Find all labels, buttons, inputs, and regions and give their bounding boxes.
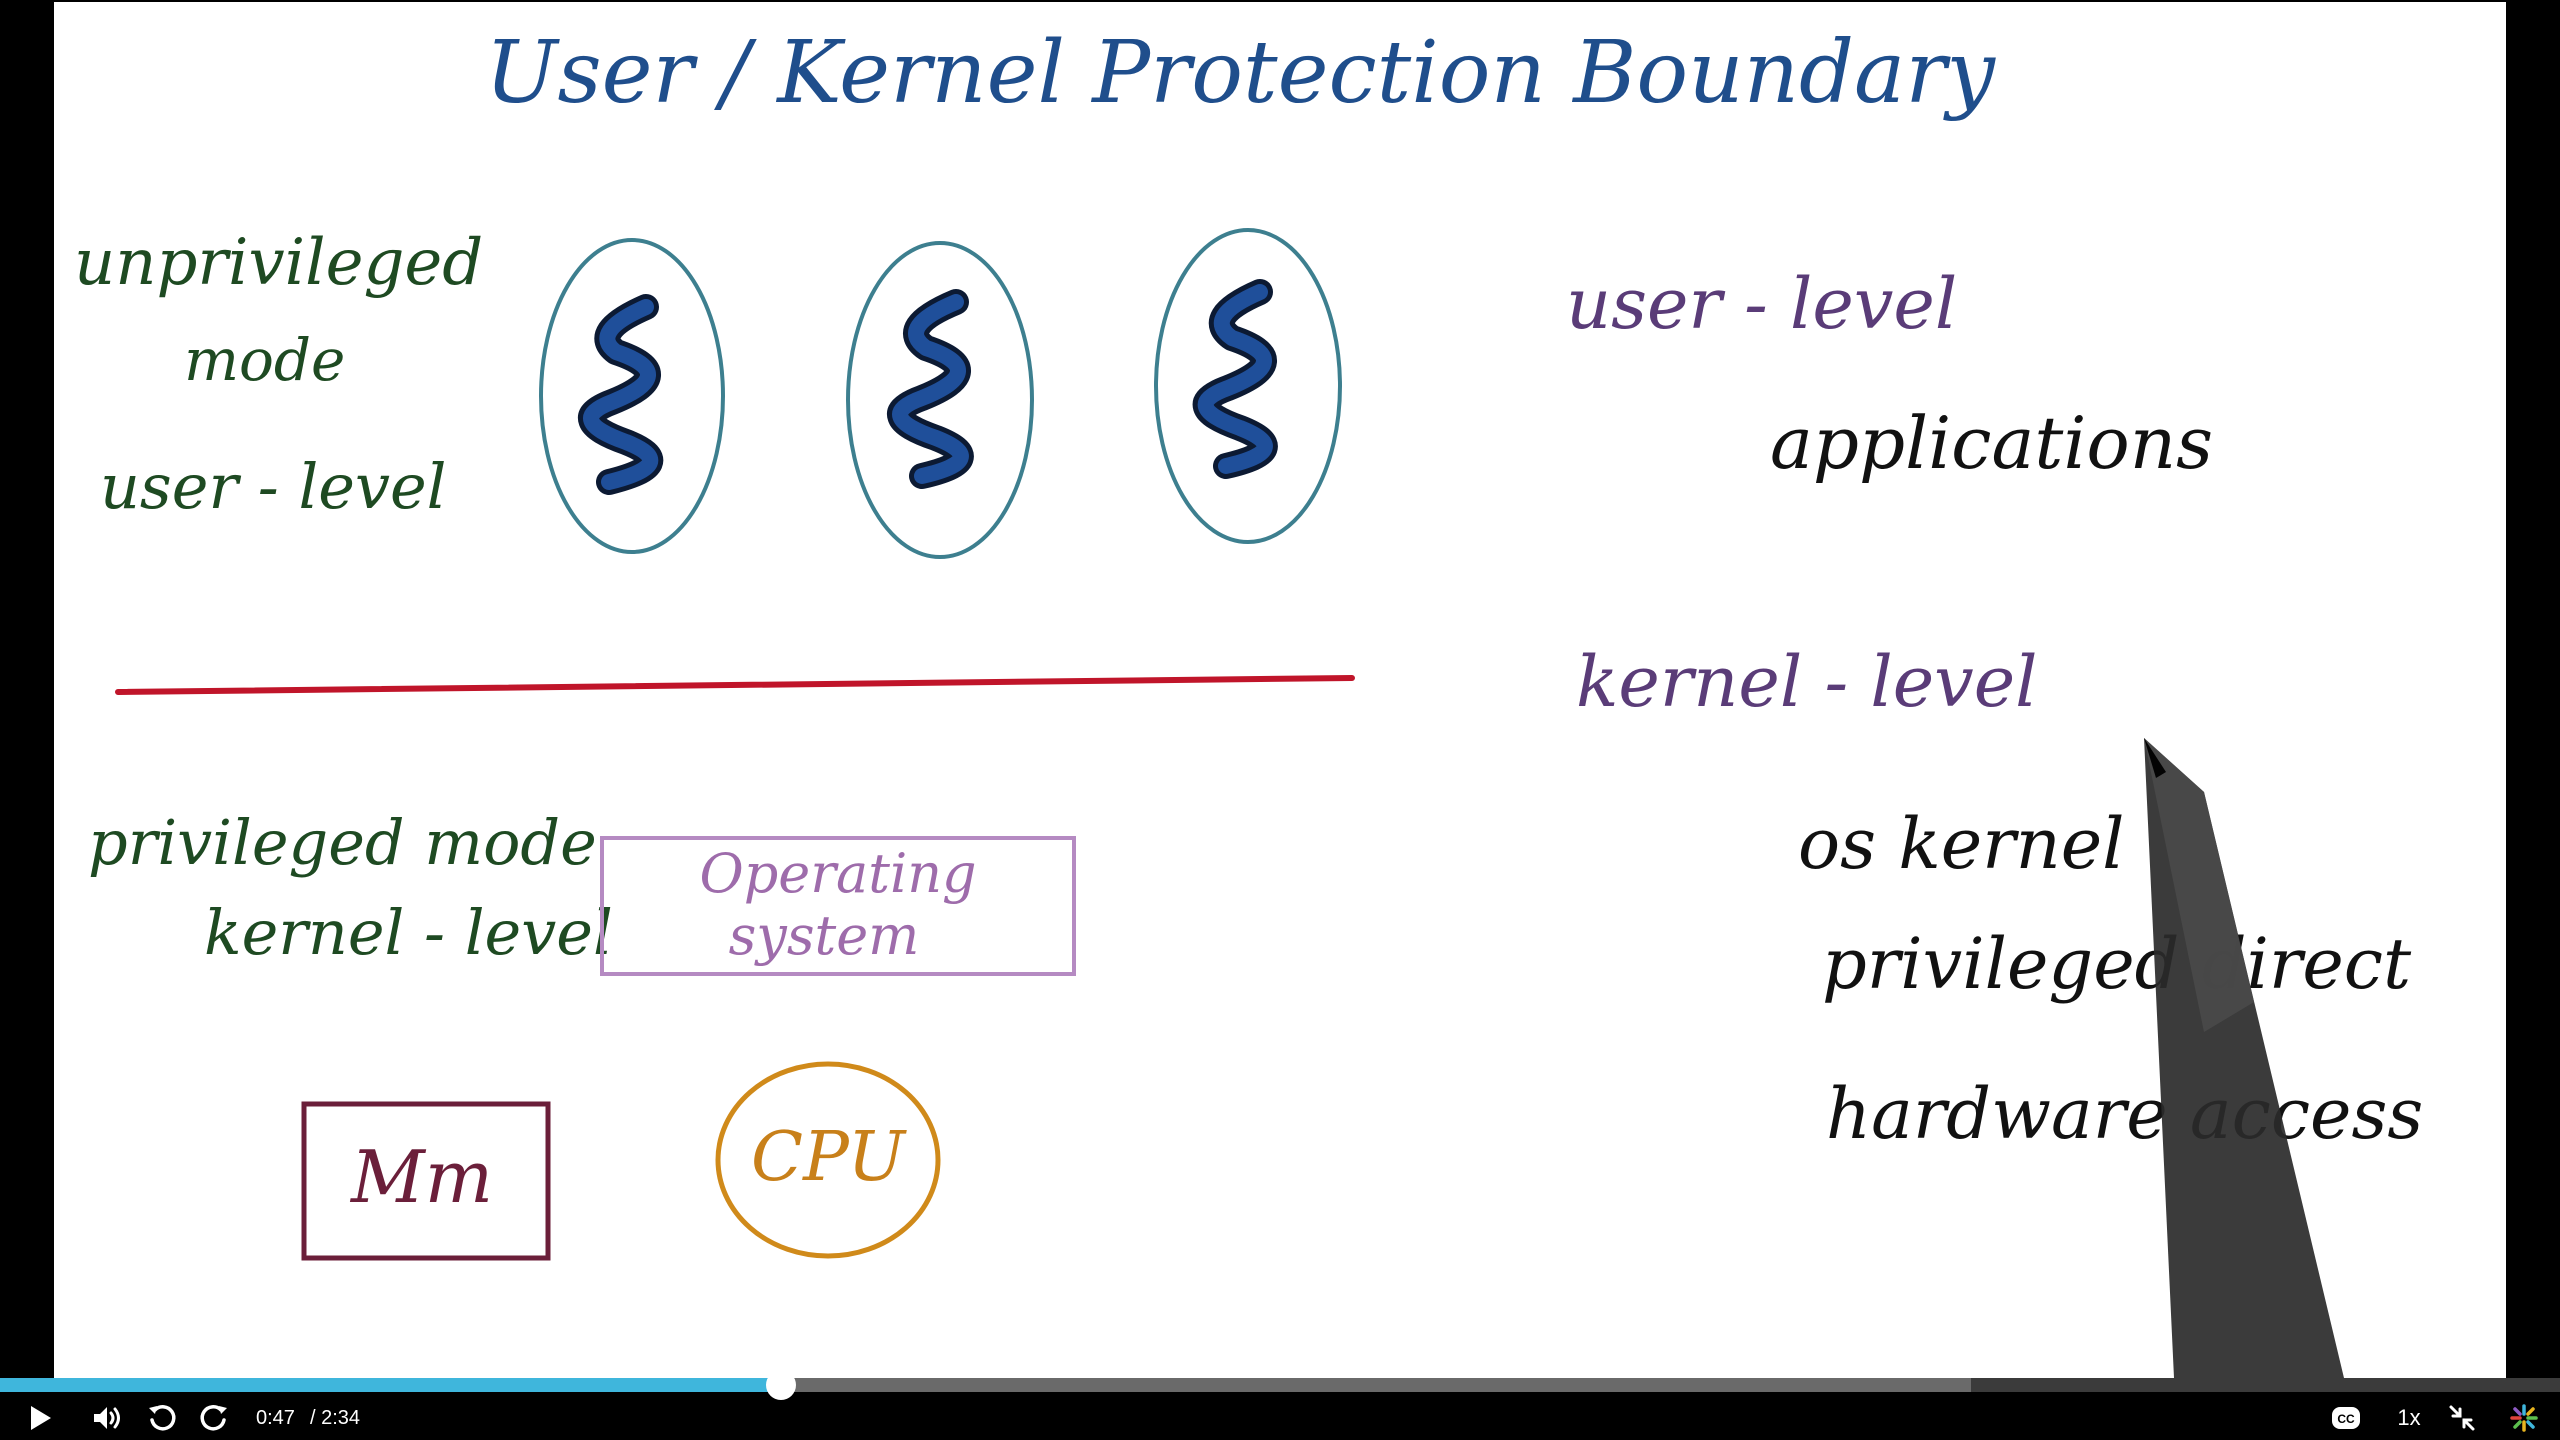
playback-speed-label: 1x [2397, 1405, 2421, 1430]
unprivileged-label: unprivileged [74, 226, 483, 300]
forward-10-icon [200, 1405, 227, 1431]
user-level-left-label: user - level [100, 450, 447, 523]
progress-handle[interactable] [766, 1370, 797, 1400]
memory-box [301, 1101, 551, 1261]
operating-system-label-line1: Operating [699, 842, 976, 905]
drawing-pen [2144, 738, 2344, 1378]
privileged-direct-note: privileged direct [1822, 923, 2412, 1005]
whiteboard-frame[interactable]: User / Kernel Protection Boundary unpriv… [54, 2, 2506, 1378]
privileged-mode-label: privileged mode [88, 806, 597, 879]
forward-10-button[interactable] [196, 1400, 232, 1436]
operating-system-box [600, 836, 1076, 976]
svg-text:CC: CC [2337, 1412, 2355, 1426]
captions-icon: CC [2332, 1407, 2360, 1429]
volume-icon [94, 1407, 120, 1429]
progress-bar[interactable] [0, 1370, 2560, 1400]
volume-button[interactable] [88, 1400, 128, 1436]
kernel-level-left-label: kernel - level [204, 896, 613, 969]
player-controls: 0:47 / 2:34 CC 1x [0, 1370, 2560, 1440]
rewind-10-button[interactable] [144, 1400, 180, 1436]
play-icon [31, 1406, 51, 1430]
user-level-note: user - level [1566, 263, 1957, 345]
current-time: 0:47 [256, 1407, 295, 1429]
brand-logo[interactable] [2506, 1400, 2542, 1436]
kernel-level-note: kernel - level [1576, 641, 2038, 723]
operating-system-label-line2: system [729, 904, 920, 967]
board-title: User / Kernel Protection Boundary [485, 23, 1996, 123]
duration: / 2:34 [310, 1407, 361, 1429]
cpu-circle [715, 1061, 941, 1259]
applications-note: applications [1770, 401, 2213, 485]
captions-button[interactable]: CC [2326, 1400, 2366, 1436]
protection-boundary-line [115, 675, 1355, 695]
hardware-access-note: hardware access [1826, 1073, 2423, 1155]
user-process-3 [1154, 228, 1342, 544]
mode-label: mode [184, 326, 345, 394]
memory-label: Mm [349, 1135, 493, 1219]
progress-played [0, 1378, 782, 1392]
exit-fullscreen-button[interactable] [2444, 1400, 2480, 1436]
play-button[interactable] [22, 1400, 58, 1436]
os-kernel-note: os kernel [1798, 803, 2125, 885]
rewind-10-icon [149, 1405, 176, 1431]
cpu-label: CPU [751, 1118, 908, 1197]
brand-logo-icon [2510, 1404, 2538, 1432]
user-process-2 [846, 241, 1034, 559]
whiteboard-drawing: User / Kernel Protection Boundary unpriv… [74, 23, 2423, 1378]
user-process-1 [539, 238, 725, 554]
playback-speed-button[interactable]: 1x [2384, 1400, 2434, 1436]
exit-fullscreen-icon [2449, 1405, 2475, 1431]
